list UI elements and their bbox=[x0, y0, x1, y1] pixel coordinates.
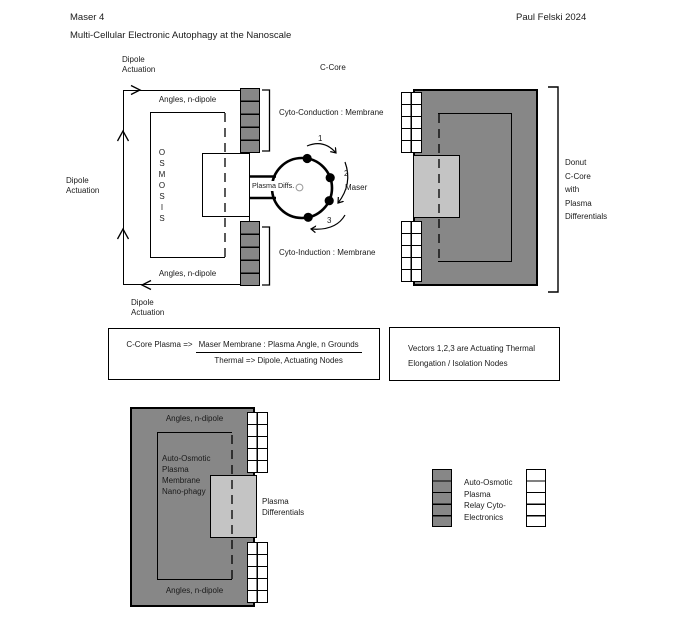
donut-cell-grid-top bbox=[401, 92, 422, 153]
osmosis-vertical-label: O S M O S I S bbox=[158, 148, 166, 223]
vector-arrow-1 bbox=[306, 143, 336, 153]
maser-label: Maser bbox=[345, 183, 368, 192]
cyto-induction-bracket bbox=[262, 226, 271, 286]
maser-node-1 bbox=[302, 153, 312, 164]
membrane-stack-top bbox=[240, 88, 260, 153]
cyto-conduction-bracket bbox=[262, 89, 271, 152]
legend-label: Auto-Osmotic Plasma Relay Cyto- Electron… bbox=[464, 478, 513, 522]
plasma-differentials-label: Plasma Differentials bbox=[262, 497, 305, 517]
donut-c-core-caption: Donut C-Core with Plasma Differentials bbox=[565, 158, 608, 221]
legend-gray-stack bbox=[432, 469, 452, 527]
auto-osmotic-body-label: Auto-Osmotic Plasma Membrane Nano-phagy bbox=[162, 454, 211, 496]
page-title: Maser 4 bbox=[70, 12, 105, 23]
cyto-induction-label: Cyto-Induction : Membrane bbox=[279, 248, 376, 257]
donut-caption-bracket bbox=[548, 86, 559, 293]
plasma-diffs-label: Plasma Diffs. bbox=[251, 181, 296, 191]
plasma-connector-box bbox=[202, 153, 250, 217]
autophagy-angles-label-bottom: Angles, n-dipole bbox=[165, 586, 224, 595]
vector-2-label: 2 bbox=[344, 169, 349, 178]
dipole-actuation-label-top: Dipole Actuation bbox=[122, 55, 156, 74]
c-core-label: C-Core bbox=[320, 63, 346, 72]
angles-n-dipole-label-top: Angles, n-dipole bbox=[158, 95, 217, 104]
autophagy-cell-grid-bottom bbox=[247, 542, 268, 603]
membrane-stack-bottom bbox=[240, 221, 260, 286]
autophagy-plasma-window bbox=[210, 475, 257, 538]
maser-node-3 bbox=[324, 196, 334, 206]
formula-prefix: C-Core Plasma => bbox=[126, 340, 193, 349]
formula-note-box: C-Core Plasma => Maser Membrane : Plasma… bbox=[108, 328, 380, 380]
vector-1-label: 1 bbox=[318, 134, 323, 143]
left-inner-core-box bbox=[150, 112, 225, 258]
formula-numerator: Maser Membrane : Plasma Angle, n Grounds bbox=[195, 340, 362, 353]
dipole-actuation-label-left: Dipole Actuation bbox=[66, 176, 100, 195]
dipole-actuation-label-bottom: Dipole Actuation bbox=[131, 298, 165, 317]
maser-node-4 bbox=[303, 212, 313, 222]
donut-inner-box bbox=[438, 113, 512, 262]
autophagy-angles-label-top: Angles, n-dipole bbox=[165, 414, 224, 423]
page-subtitle: Multi-Cellular Electronic Autophagy at t… bbox=[70, 30, 292, 41]
formula-fraction: Maser Membrane : Plasma Angle, n Grounds… bbox=[195, 340, 362, 365]
angles-n-dipole-label-bottom: Angles, n-dipole bbox=[158, 269, 217, 278]
formula-denominator: Thermal => Dipole, Actuating Nodes bbox=[214, 356, 343, 365]
autophagy-inner-box bbox=[157, 432, 232, 580]
cyto-conduction-label: Cyto-Conduction : Membrane bbox=[279, 108, 384, 117]
small-open-circle-icon bbox=[295, 183, 304, 192]
author-credit: Paul Felski 2024 bbox=[516, 12, 587, 23]
legend-white-stack bbox=[526, 469, 546, 527]
donut-plasma-window bbox=[413, 155, 460, 218]
vector-3-label: 3 bbox=[327, 216, 332, 225]
vectors-note-box: Vectors 1,2,3 are Actuating Thermal Elon… bbox=[389, 327, 560, 381]
donut-cell-grid-bottom bbox=[401, 221, 422, 282]
maser-node-2 bbox=[325, 173, 335, 183]
autophagy-cell-grid-top bbox=[247, 412, 268, 473]
